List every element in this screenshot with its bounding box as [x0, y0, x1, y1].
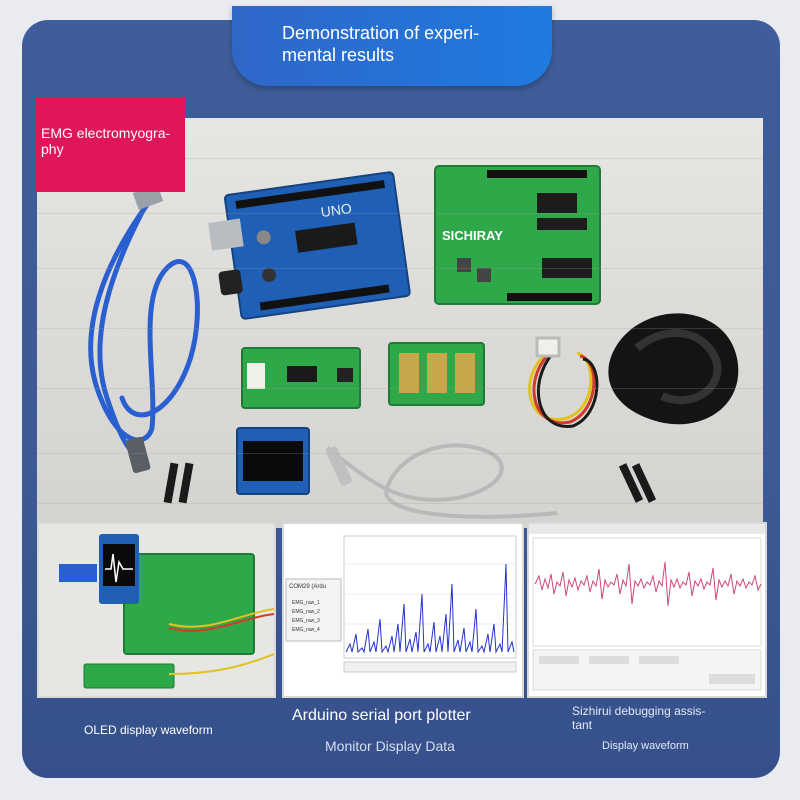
- audio-cable: [325, 443, 558, 519]
- components-illustration: UNO SICHIRAY: [88, 165, 739, 519]
- oled-module: [236, 427, 310, 495]
- oled-waveform: [105, 553, 133, 583]
- oled-demo-photo: [37, 522, 276, 698]
- plot-series-line: [345, 563, 515, 654]
- waveform-trace: [534, 561, 762, 607]
- plotter-toolbar: [343, 661, 517, 673]
- plotter-subcaption: Monitor Display Data: [325, 738, 455, 754]
- shield-board: [123, 553, 255, 655]
- window-titlebar: [529, 524, 765, 534]
- debug-assistant-subcaption: Display waveform: [602, 740, 689, 752]
- legend-item-4: EMG_raw_4: [292, 627, 320, 633]
- colored-wires: [528, 336, 599, 428]
- debug-assistant-screenshot: [527, 522, 767, 698]
- plot-area: [343, 535, 517, 659]
- audio-jack: [326, 446, 352, 486]
- title-banner: Demonstration of experi- mental results: [232, 6, 552, 86]
- usb-cable: [88, 195, 200, 456]
- plotter-legend-box: [285, 578, 342, 642]
- usb-plug: [59, 564, 97, 582]
- electrode-board: [388, 342, 485, 406]
- serial-plotter-screenshot: COM29 (Ardu EMG_raw_1 EMG_raw_2 EMG_raw_…: [282, 522, 524, 698]
- shield-brand-label: SICHIRAY: [442, 228, 503, 243]
- legend-item-3: EMG_raw_3: [292, 618, 320, 624]
- emg-badge-label: EMG electromyogra- phy: [41, 125, 171, 157]
- electrode-strap: [608, 313, 739, 425]
- emg-badge: EMG electromyogra- phy: [35, 97, 185, 192]
- legend-item-2: EMG_raw_2: [292, 609, 320, 615]
- oled-caption: OLED display waveform: [84, 723, 213, 737]
- waveform-area: [532, 537, 762, 647]
- page-title: Demonstration of experi- mental results: [282, 23, 480, 65]
- emg-sensor-board: [83, 663, 175, 689]
- sensor-shield: SICHIRAY: [434, 165, 601, 305]
- jumper-pins: [163, 462, 657, 504]
- plotter-caption: Arduino serial port plotter: [292, 707, 471, 724]
- plotter-window-title: COM29 (Ardu: [289, 584, 326, 590]
- usb-connector-b: [125, 436, 151, 474]
- debug-assistant-caption: Sizhirui debugging assis- tant: [572, 704, 706, 732]
- arduino-board: UNO: [208, 171, 411, 320]
- legend-item-1: EMG_raw_1: [292, 600, 320, 606]
- arduino-uno-label: UNO: [320, 200, 353, 220]
- emg-module: [241, 347, 361, 409]
